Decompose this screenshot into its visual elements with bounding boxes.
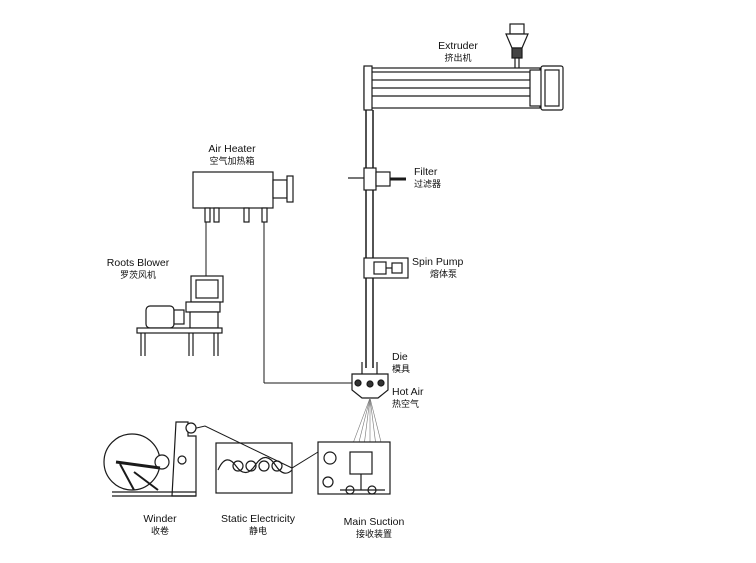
- roots-blower-label-zh: 罗茨风机: [119, 270, 157, 280]
- main-suction-label: Main Suction: [343, 516, 405, 528]
- roots-blower-label: Roots Blower: [106, 257, 170, 269]
- winder-unit: [103, 421, 197, 497]
- air-ducts: [205, 222, 352, 384]
- static-electricity-unit: [215, 442, 293, 494]
- melt-pipe: [365, 110, 374, 368]
- hot-air-label-zh: 热空气: [392, 399, 420, 409]
- winder-label-zh: 收卷: [150, 526, 170, 536]
- hot-air-label: Hot Air: [392, 386, 424, 398]
- extruder-label: Extruder: [438, 40, 478, 52]
- extruder-unit: [363, 23, 564, 111]
- filter-unit: [348, 167, 406, 191]
- air-heater-unit: [192, 171, 294, 223]
- spin-pump-unit: [363, 257, 409, 279]
- die-unit: [351, 362, 389, 399]
- spin-pump-label-zh: 熔体泵: [430, 269, 458, 279]
- main-suction-label-zh: 接收装置: [355, 529, 393, 539]
- static-electricity-label: Static Electricity: [220, 513, 296, 525]
- filter-label-zh: 过滤器: [414, 179, 442, 189]
- winder-label: Winder: [143, 513, 177, 525]
- static-electricity-label-zh: 静电: [248, 526, 268, 536]
- main-suction-unit: [317, 441, 391, 495]
- spin-pump-label: Spin Pump: [412, 256, 464, 268]
- air-heater-label: Air Heater: [208, 143, 256, 155]
- die-label: Die: [392, 351, 408, 363]
- fiber-stream: [351, 397, 383, 447]
- filter-label: Filter: [414, 166, 438, 178]
- extruder-label-zh: 挤出机: [444, 53, 472, 63]
- die-label-zh: 模具: [392, 364, 411, 374]
- roots-blower-unit: [136, 275, 224, 356]
- air-heater-label-zh: 空气加热箱: [209, 156, 255, 166]
